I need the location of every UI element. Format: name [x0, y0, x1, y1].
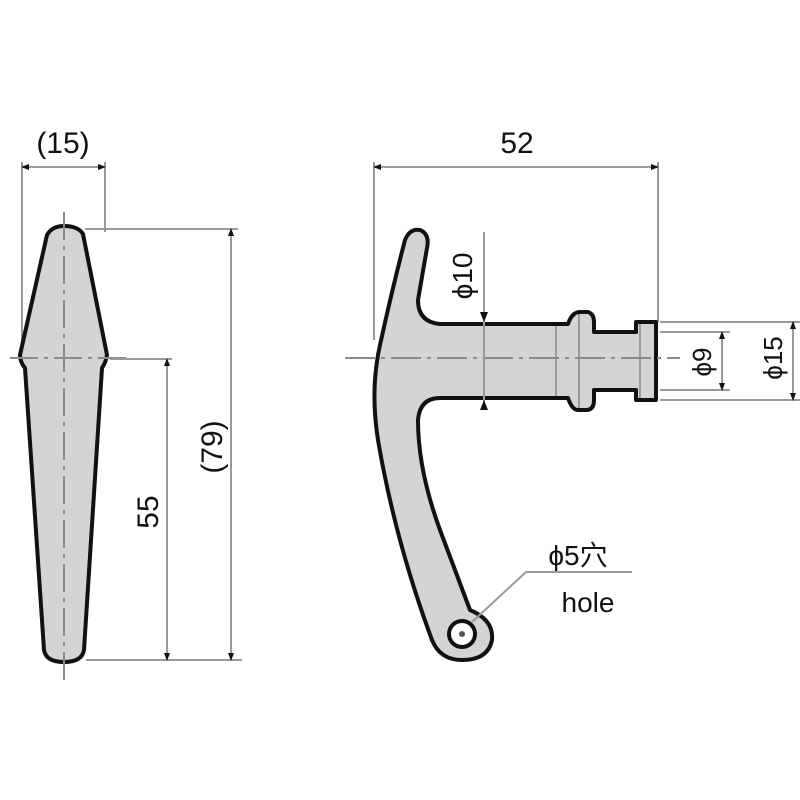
arrow: [480, 312, 488, 322]
hole-label-en: hole: [562, 587, 615, 618]
hole-leader-line: [471, 571, 632, 623]
tip-diameter-label: ϕ9: [687, 347, 717, 376]
side-view: [345, 162, 800, 662]
overall-height-label: (79): [196, 420, 229, 473]
handle-side-body: [372, 227, 658, 662]
width-label: (15): [36, 127, 89, 160]
hole-center: [459, 631, 465, 637]
neck-diameter-label: ϕ10: [447, 253, 478, 300]
arrow: [480, 400, 488, 410]
flange-diameter-label: ϕ15: [758, 336, 788, 379]
hole-label: ϕ5穴: [548, 540, 607, 571]
lower-height-label: 55: [132, 495, 165, 528]
overall-width-label: 52: [500, 127, 533, 160]
front-view: [10, 162, 242, 680]
